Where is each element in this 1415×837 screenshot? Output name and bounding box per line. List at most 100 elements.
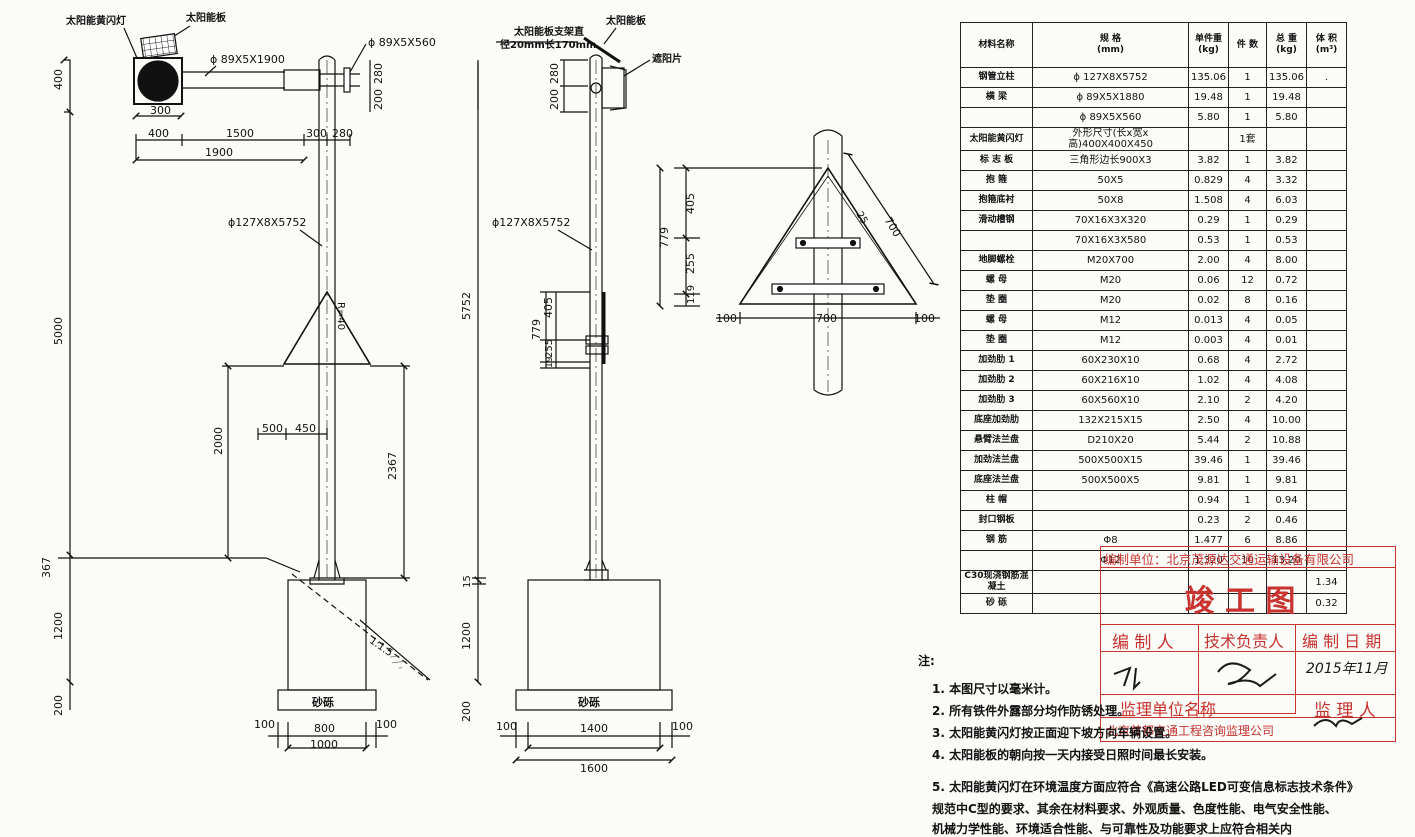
note-5b: 规范中C型的要求、其余在材料要求、外观质量、色度性能、电气安全性能、 [932,802,1337,816]
cell-unit: 0.53 [1188,230,1229,251]
svg-text:5000: 5000 [52,317,65,345]
stamp-supervisor-unit: 监理单位名称 [1120,700,1217,719]
cell-qty: 1 [1228,107,1267,128]
cell-vol [1306,190,1347,211]
cell-spec: M20 [1032,270,1189,291]
svg-text:700: 700 [816,312,837,325]
table-header-row: 材料名称 规 格 (mm) 单件重 (kg) 件 数 总 重 (kg) 体 积 … [960,22,1347,68]
svg-text:200: 200 [372,89,385,110]
svg-text:450: 450 [295,422,316,435]
note-5c: 机械力学性能、环境适合性能、与可靠性及功能要求上应符合相关内 [932,822,1293,836]
note-1: 1. 本图尺寸以毫米计。 [932,682,1058,696]
cell-qty: 4 [1228,310,1267,331]
cell-spec: 500X500X5 [1032,470,1189,491]
cell-total: 5.80 [1266,107,1307,128]
cell-spec [1032,570,1189,594]
cell-name: 太阳能黄闪灯 [960,127,1033,151]
arm-short-spec: ϕ 89X5X560 [368,36,436,49]
bracket-label: 太阳能板支架直 [513,25,584,38]
cell-name: 加劲肋 1 [960,350,1033,371]
cell-unit [1188,127,1229,151]
cell-total: 10.00 [1266,410,1307,431]
cell-total: 135.06 [1266,67,1307,88]
cell-total: 0.29 [1266,210,1307,231]
cell-spec: 三角形边长900X3 [1032,150,1189,171]
stamp-org: 编制单位：北京茂源达交通运输设备有限公司 [1104,552,1355,567]
cell-total: 4.20 [1266,390,1307,411]
svg-text:280: 280 [332,127,353,140]
cell-name: 螺 母 [960,270,1033,291]
svg-text:367: 367 [40,557,53,578]
cell-vol: . [1306,67,1347,88]
svg-text:405: 405 [542,297,555,318]
cell-name: 加劲法兰盘 [960,450,1033,471]
cell-vol [1306,290,1347,311]
front-view: 太阳能黄闪灯 太阳能板 ϕ 89X5X1900 ϕ 89X5X560 ϕ127X… [40,11,436,752]
solar-light-label: 太阳能黄闪灯 [65,14,126,27]
cell-spec: 外形尺寸(长x宽x高)400X400X450 [1032,127,1189,151]
cell-qty: 4 [1228,190,1267,211]
cell-name: 加劲肋 3 [960,390,1033,411]
cell-total: 10.88 [1266,430,1307,451]
svg-text:100: 100 [716,312,737,325]
cell-spec: ϕ 127X8X5752 [1032,67,1189,88]
cell-name: 滑动槽钢 [960,210,1033,231]
col-header: 件 数 [1228,22,1267,68]
cell-name: 砂 砾 [960,593,1033,614]
cell-spec: 50X5 [1032,170,1189,191]
stamp-supervisor-company: 北京首都交通工程咨询监理公司 [1106,724,1275,738]
cell-total: 9.81 [1266,470,1307,491]
svg-text:1:1.5: 1:1.5 [367,635,394,659]
cell-vol [1306,430,1347,451]
bracket-spec: 径20mm长170mm [500,38,596,51]
svg-text:100: 100 [914,312,935,325]
shade-label: 遮阳片 [652,52,682,65]
cell-total: 3.82 [1266,150,1307,171]
note-4: 4. 太阳能板的朝向按一天内接受日照时间最长安装。 [932,748,1214,762]
cell-spec: 70X16X3X580 [1032,230,1189,251]
svg-text:100: 100 [672,720,693,733]
svg-text:1600: 1600 [580,762,608,775]
cell-name: 地脚螺栓 [960,250,1033,271]
svg-text:400: 400 [148,127,169,140]
cell-qty: 1 [1228,67,1267,88]
col-header: 材料名称 [960,22,1033,68]
cell-total: 39.46 [1266,450,1307,471]
svg-text:255: 255 [684,253,697,274]
svg-text:200: 200 [548,89,561,110]
cell-unit: 3.82 [1188,150,1229,171]
cell-qty: 12 [1228,270,1267,291]
flash-light-box [133,57,183,105]
cell-vol: 0.32 [1306,593,1347,614]
cell-spec: ϕ 89X5X560 [1032,107,1189,128]
cell-qty: 2 [1228,430,1267,451]
cell-name: 钢管立柱 [960,67,1033,88]
cell-vol [1306,470,1347,491]
svg-text:1000: 1000 [310,738,338,751]
cell-vol [1306,107,1347,128]
cell-spec: D210X20 [1032,430,1189,451]
cell-vol [1306,490,1347,511]
svg-text:ϕ127X8X5752: ϕ127X8X5752 [492,216,570,229]
stamp-date-value: 2015年11月 [1306,661,1388,677]
svg-text:1400: 1400 [580,722,608,735]
cell-total: 0.46 [1266,510,1307,531]
cell-name [960,550,1033,571]
svg-text:1200: 1200 [460,622,473,650]
cell-vol [1306,170,1347,191]
cell-unit: 135.06 [1188,67,1229,88]
col-header: 单件重 (kg) [1188,22,1229,68]
triangle-sign [282,290,372,365]
cell-spec: 132X215X15 [1032,410,1189,431]
cell-total: 4.08 [1266,370,1307,391]
stamp-tech-header: 技术负责人 [1204,632,1285,651]
